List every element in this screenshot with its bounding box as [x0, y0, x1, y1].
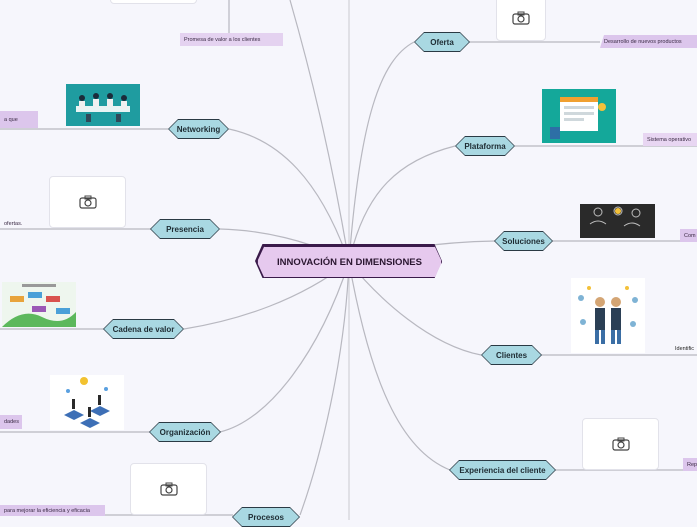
leaf-oferta[interactable]: Desarrollo de nuevos productos	[600, 35, 697, 48]
cadena-valor-image[interactable]	[2, 282, 76, 327]
branch-label: Networking	[169, 120, 228, 138]
leaf-experiencia[interactable]: Rep	[683, 458, 697, 471]
branch-procesos[interactable]: Procesos	[232, 507, 300, 527]
leaf-presencia[interactable]: ofertas.	[4, 220, 23, 227]
branch-label: Organización	[150, 423, 220, 441]
leaf-networking[interactable]: a que	[0, 111, 38, 128]
clientes-image[interactable]	[571, 278, 645, 353]
branch-soluciones[interactable]: Soluciones	[494, 231, 553, 251]
branch-label: Procesos	[233, 508, 299, 526]
camera-icon	[78, 195, 97, 209]
organizacion-image[interactable]	[50, 375, 124, 430]
branch-clientes[interactable]: Clientes	[481, 345, 542, 365]
camera-icon	[512, 11, 530, 25]
photo-placeholder-oferta[interactable]	[496, 0, 546, 41]
branch-cadena-valor[interactable]: Cadena de valor	[103, 319, 184, 339]
leaf-procesos[interactable]: para mejorar la eficiencia y eficacia	[0, 505, 105, 516]
branch-networking[interactable]: Networking	[168, 119, 229, 139]
branch-label: Presencia	[151, 220, 219, 238]
branch-presencia[interactable]: Presencia	[150, 219, 220, 239]
camera-icon	[611, 437, 630, 451]
photo-placeholder-experiencia[interactable]	[582, 418, 659, 470]
branch-experiencia-cliente[interactable]: Experiencia del cliente	[449, 460, 556, 480]
photo-placeholder-procesos[interactable]	[130, 463, 207, 515]
center-topic[interactable]: INNOVACIÓN EN DIMENSIONES	[257, 246, 442, 278]
branch-label: Clientes	[482, 346, 541, 364]
plataforma-image[interactable]	[542, 89, 616, 143]
networking-image[interactable]	[66, 84, 140, 126]
leaf-plataforma[interactable]: Sistema operativo	[643, 133, 697, 146]
branch-oferta[interactable]: Oferta	[414, 32, 470, 52]
leaf-clientes[interactable]: Identific	[675, 346, 694, 352]
branch-label: Experiencia del cliente	[450, 461, 555, 479]
photo-placeholder-top[interactable]	[110, 0, 197, 4]
leaf-organizacion[interactable]: dades	[0, 415, 22, 429]
soluciones-image[interactable]	[580, 204, 655, 238]
branch-label: Cadena de valor	[104, 320, 183, 338]
camera-icon	[159, 482, 178, 496]
branch-organizacion[interactable]: Organización	[149, 422, 221, 442]
leaf-top-promesa[interactable]: Promesa de valor a los clientes	[180, 33, 283, 46]
branch-label: Soluciones	[495, 232, 552, 250]
branch-label: Plataforma	[456, 137, 514, 155]
branch-label: Oferta	[415, 33, 469, 51]
leaf-soluciones[interactable]: Com	[680, 229, 697, 242]
branch-plataforma[interactable]: Plataforma	[455, 136, 515, 156]
photo-placeholder-presencia[interactable]	[49, 176, 126, 228]
